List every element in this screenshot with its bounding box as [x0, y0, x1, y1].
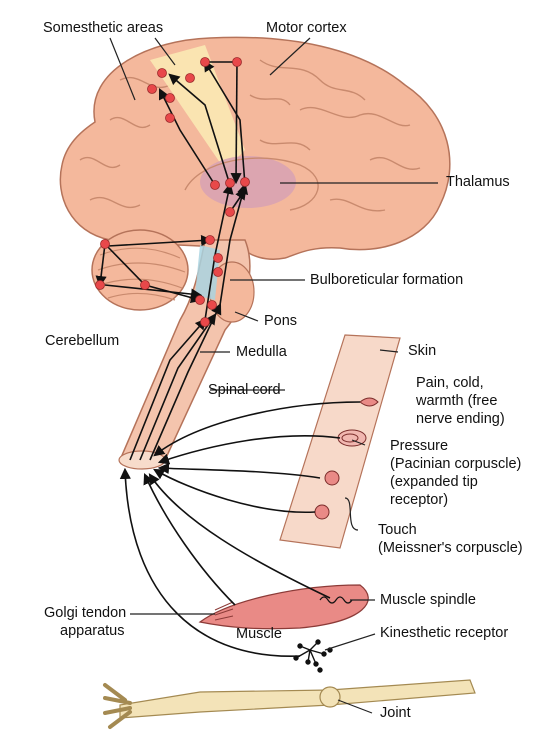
label-pain-line1: Pain, cold, [416, 375, 484, 391]
brain [59, 36, 451, 260]
kinesthetic-receptor-shape [293, 639, 333, 673]
label-touch-line2: (Meissner's corpuscle) [378, 540, 523, 556]
muscle-shape [198, 584, 369, 630]
label-pain-line2: warmth (free [416, 393, 498, 409]
label-somesthetic-areas: Somesthetic areas [43, 20, 164, 36]
joint-knob [319, 686, 341, 708]
label-spinal-cord: Spinal cord [208, 382, 281, 398]
label-muscle-spindle: Muscle spindle [380, 592, 476, 608]
label-pressure-line4: receptor) [390, 492, 449, 508]
arm-bones [103, 679, 476, 729]
label-skin: Skin [408, 343, 437, 359]
skin-strip [279, 334, 401, 549]
label-pressure-line3: (expanded tip [390, 474, 478, 490]
label-pressure-line2: (Pacinian corpuscle) [390, 456, 522, 472]
neuron-dots [95, 57, 250, 327]
label-pons: Pons [264, 313, 298, 329]
afferent-fibers [119, 401, 361, 657]
label-joint: Joint [380, 705, 411, 721]
label-touch-line1: Touch [378, 522, 417, 538]
meissner-corpuscle [314, 504, 330, 520]
label-kinesthetic-receptor: Kinesthetic receptor [380, 625, 509, 641]
label-golgi-line2: apparatus [60, 623, 125, 639]
label-pressure-line1: Pressure [390, 438, 449, 454]
label-cerebellum: Cerebellum [45, 333, 120, 349]
label-motor-cortex: Motor cortex [266, 20, 347, 36]
label-medulla: Medulla [236, 344, 287, 360]
label-thalamus: Thalamus [446, 174, 510, 190]
cerebrum [59, 36, 451, 260]
label-pain-line3: nerve ending) [416, 411, 505, 427]
label-muscle: Muscle [236, 626, 282, 642]
label-bulboreticular-formation: Bulboreticular formation [310, 272, 464, 288]
leader-lines [109, 37, 438, 714]
label-golgi-line1: Golgi tendon [44, 605, 127, 621]
expanded-tip-receptor [324, 470, 340, 486]
free-nerve-ending [359, 397, 379, 407]
muscle-spindle-coil [319, 596, 353, 604]
neural-pathways [95, 60, 249, 461]
